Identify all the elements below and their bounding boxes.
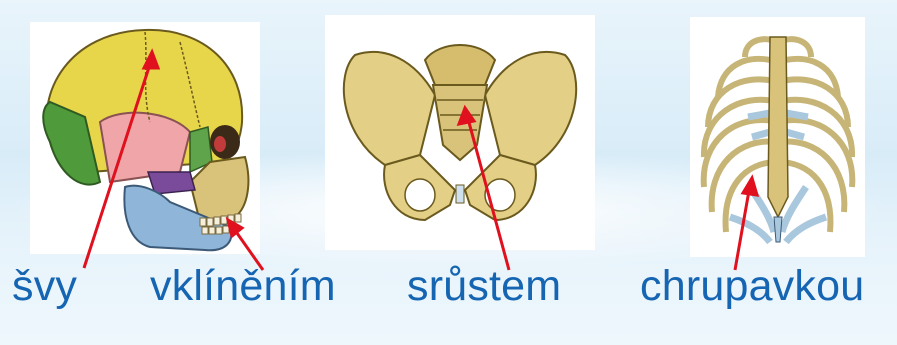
ribcage-image-panel — [690, 17, 865, 257]
label-cartilage: chrupavkou — [640, 262, 864, 311]
pelvis-illustration — [325, 15, 595, 250]
skull-illustration — [30, 22, 260, 254]
label-synostosis: srůstem — [407, 262, 561, 311]
pelvis-image-panel — [325, 15, 595, 250]
skull-image-panel — [30, 22, 260, 254]
ribcage-illustration — [690, 17, 865, 257]
label-sutures: švy — [12, 262, 77, 311]
label-gomphosis: vklíněním — [150, 262, 336, 311]
